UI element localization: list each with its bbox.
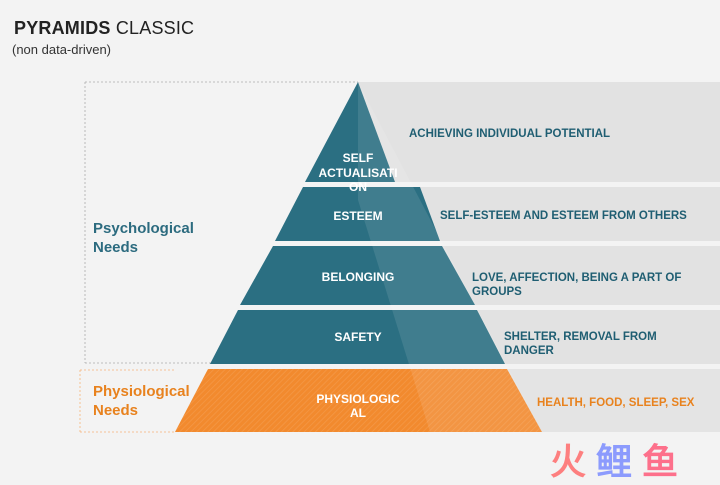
level-self-actualisation bbox=[305, 82, 395, 182]
description-safety-2: DANGER bbox=[504, 345, 555, 357]
watermark-char-1: 火 bbox=[550, 441, 586, 482]
level-label-self-3: ON bbox=[349, 180, 367, 194]
level-label-belonging: BELONGING bbox=[322, 270, 395, 284]
description-physiological: HEALTH, FOOD, SLEEP, SEX bbox=[537, 397, 695, 409]
pyramid-levels bbox=[175, 82, 542, 432]
level-label-self-1: SELF bbox=[343, 151, 374, 165]
level-label-self-2: ACTUALISATI bbox=[318, 166, 397, 180]
watermark-char-2: 鲤 bbox=[596, 441, 632, 482]
pyramid-sheen bbox=[358, 82, 542, 432]
level-physiological-texture bbox=[175, 369, 542, 432]
title-block: PYRAMIDS CLASSIC (non data-driven) bbox=[12, 18, 194, 57]
level-descriptions: ACHIEVING INDIVIDUAL POTENTIAL SELF-ESTE… bbox=[409, 128, 695, 409]
page-title: PYRAMIDS CLASSIC bbox=[14, 18, 194, 39]
group-psychological-2: Needs bbox=[93, 239, 138, 256]
watermark-char-3: 鱼 bbox=[642, 441, 678, 482]
level-label-esteem: ESTEEM bbox=[333, 209, 382, 223]
level-label-physiological-2: AL bbox=[350, 406, 366, 420]
level-esteem bbox=[275, 187, 440, 241]
page-subtitle: (non data-driven) bbox=[12, 42, 111, 57]
level-label-physiological-1: PHYSIOLOGIC bbox=[316, 392, 400, 406]
group-labels: Psychological Needs Physiological Needs bbox=[93, 220, 194, 419]
group-psychological-1: Psychological bbox=[93, 220, 194, 237]
level-label-safety: SAFETY bbox=[334, 330, 381, 344]
description-safety-1: SHELTER, REMOVAL FROM bbox=[504, 331, 657, 343]
description-belonging-2: GROUPS bbox=[472, 286, 522, 298]
description-esteem: SELF-ESTEEM AND ESTEEM FROM OTHERS bbox=[440, 210, 687, 222]
title-rest: CLASSIC bbox=[110, 18, 195, 38]
title-strong: PYRAMIDS bbox=[14, 18, 111, 38]
level-safety bbox=[210, 310, 505, 364]
group-brackets bbox=[79, 81, 358, 433]
group-physiological-1: Physiological bbox=[93, 383, 190, 400]
description-self: ACHIEVING INDIVIDUAL POTENTIAL bbox=[409, 128, 610, 140]
band-self bbox=[358, 82, 720, 182]
level-belonging bbox=[240, 246, 475, 305]
description-belonging-1: LOVE, AFFECTION, BEING A PART OF bbox=[472, 272, 681, 284]
group-physiological-2: Needs bbox=[93, 402, 138, 419]
watermark-logo: 火 鲤 鱼 bbox=[550, 441, 678, 482]
level-labels: SELF ACTUALISATI ON ESTEEM BELONGING SAF… bbox=[316, 151, 400, 420]
